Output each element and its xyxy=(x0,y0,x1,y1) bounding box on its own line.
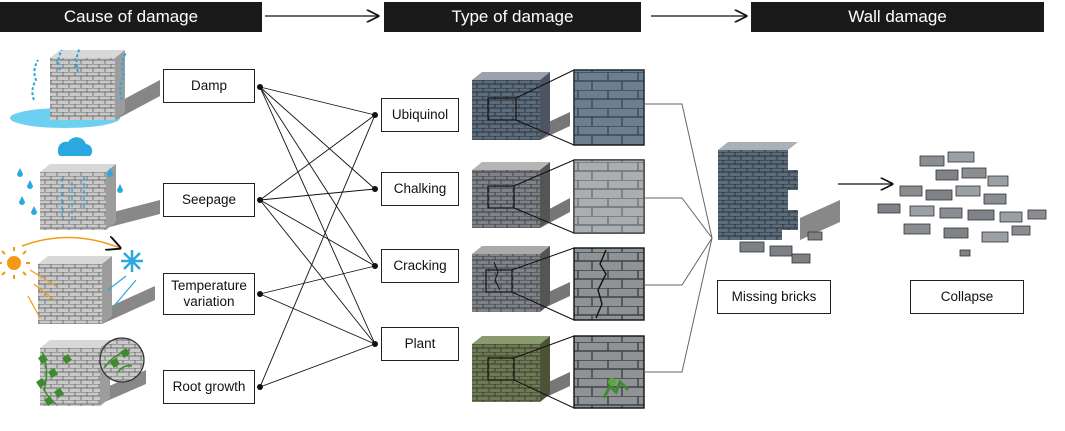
cause-label-root-growth: Root growth xyxy=(172,379,246,394)
collapse-image xyxy=(877,151,1047,257)
cracking-wall-image xyxy=(472,246,645,321)
connection-dot xyxy=(372,341,378,347)
cause-box-damp: Damp xyxy=(163,69,255,103)
chalking-wall-image xyxy=(472,159,645,234)
sun-snow-wall-icon xyxy=(0,237,155,324)
cause-box-root-growth: Root growth xyxy=(163,370,255,404)
connection-dot xyxy=(257,84,263,90)
damp-wall-icon xyxy=(10,47,160,128)
connection-line xyxy=(259,293,376,345)
rain-wall-icon xyxy=(17,137,160,230)
cause-box-seepage: Seepage xyxy=(163,183,255,217)
connection-line xyxy=(259,265,376,295)
connection-dot xyxy=(372,112,378,118)
connection-line xyxy=(259,199,376,267)
type-label-chalking: Chalking xyxy=(393,181,447,196)
connection-line xyxy=(259,199,376,345)
connection-line xyxy=(259,86,376,345)
cause-label-temperature-variation: Temperature variation xyxy=(171,278,247,309)
wall-box-collapse: Collapse xyxy=(910,280,1024,314)
ubiquinol-wall-image xyxy=(472,69,645,146)
header-cause-of-damage: Cause of damage xyxy=(0,2,262,32)
connection-dot xyxy=(372,263,378,269)
connection-line xyxy=(259,114,376,388)
header-wall-damage: Wall damage xyxy=(751,2,1044,32)
header-type-of-damage: Type of damage xyxy=(384,2,641,32)
connection-dot xyxy=(257,384,263,390)
type-label-ubiquinol: Ubiquinol xyxy=(391,107,449,122)
type-label-cracking: Cracking xyxy=(393,258,447,273)
type-box-plant: Plant xyxy=(381,327,459,361)
connection-line xyxy=(259,343,376,388)
connection-line xyxy=(259,86,376,267)
connection-dot xyxy=(372,186,378,192)
wall-box-missing-bricks: Missing bricks xyxy=(717,280,831,314)
connection-line xyxy=(259,188,376,201)
wall-label-collapse: Collapse xyxy=(940,289,994,304)
missing-bricks-image xyxy=(718,142,840,264)
type-box-ubiquinol: Ubiquinol xyxy=(381,98,459,132)
plant-wall-image xyxy=(472,335,645,409)
type-label-plant: Plant xyxy=(404,336,436,351)
type-box-cracking: Cracking xyxy=(381,249,459,283)
connection-line xyxy=(259,114,376,201)
connection-line xyxy=(259,86,376,116)
connection-dot xyxy=(257,197,263,203)
type-wall-connections xyxy=(644,103,713,373)
ivy-wall-icon xyxy=(36,337,146,406)
cause-label-seepage: Seepage xyxy=(181,192,237,207)
cause-box-temperature-variation: Temperature variation xyxy=(163,273,255,315)
cause-label-damp: Damp xyxy=(190,78,227,93)
connection-line xyxy=(259,86,376,190)
wall-label-missing-bricks: Missing bricks xyxy=(731,289,817,304)
type-box-chalking: Chalking xyxy=(381,172,459,206)
cause-type-connections xyxy=(257,84,378,390)
connection-dot xyxy=(257,291,263,297)
